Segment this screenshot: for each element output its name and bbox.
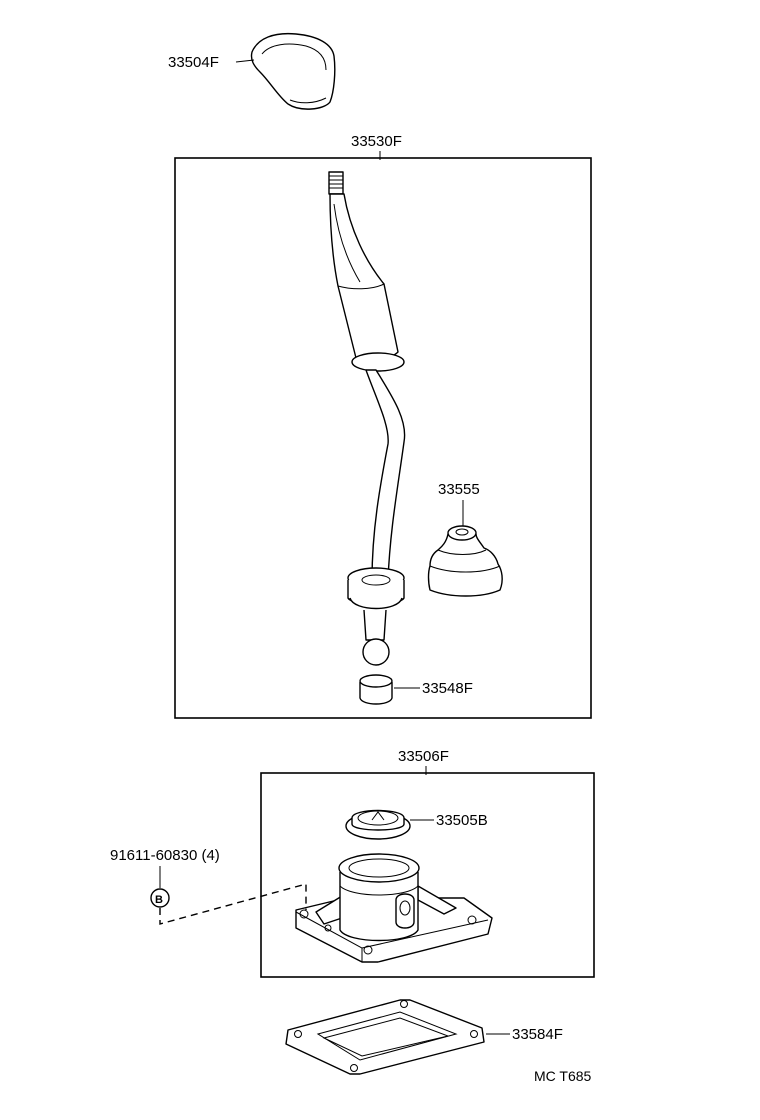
bushing <box>359 674 393 705</box>
label-shift-knob: 33504F <box>168 54 219 71</box>
retainer-housing <box>295 853 493 963</box>
label-gasket: 33584F <box>512 1026 563 1043</box>
boot <box>427 525 503 597</box>
label-lever-assembly: 33530F <box>351 133 402 150</box>
bolt-dashed-leader <box>159 883 307 925</box>
figure-code: MC T685 <box>534 1068 592 1084</box>
label-seat: 33505B <box>436 812 488 829</box>
gasket <box>285 999 485 1075</box>
label-bushing: 33548F <box>422 680 473 697</box>
lever-assembly-box <box>174 157 592 719</box>
shift-lever <box>328 171 406 666</box>
retainer-assembly-box <box>260 772 595 978</box>
label-retainer-assembly: 33506F <box>398 748 449 765</box>
seat <box>345 809 411 840</box>
shift-knob <box>250 32 336 110</box>
leader-shift-knob <box>235 59 255 63</box>
label-bolt: 91611-60830 (4) <box>110 847 220 864</box>
bolt-marker: B <box>150 888 170 908</box>
bolt-marker-letter: B <box>155 894 163 906</box>
label-boot: 33555 <box>438 481 480 498</box>
